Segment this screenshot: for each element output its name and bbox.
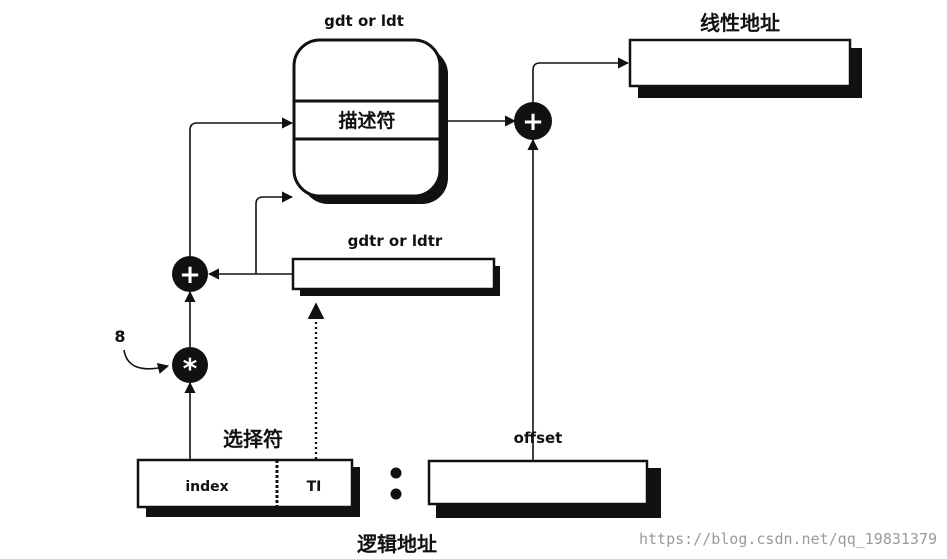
logical-address-label: 逻辑地址	[357, 532, 437, 556]
left-adder: +	[172, 256, 208, 292]
selector-index-field: index	[185, 479, 228, 495]
right-adder: +	[514, 102, 552, 140]
offset-label: offset	[514, 429, 563, 447]
gdtr-ldtr-register	[291, 257, 500, 296]
offset-box	[427, 459, 661, 518]
connectors	[123, 57, 630, 461]
multiplier-node: *	[172, 347, 208, 385]
multiplier-value: 8	[114, 327, 125, 346]
right-adder-symbol: +	[522, 107, 544, 137]
multiplier-symbol: *	[183, 352, 198, 385]
descriptor-table-title: gdt or ldt	[324, 12, 404, 30]
linear-address-box	[628, 38, 862, 98]
selector-ti-field: TI	[307, 479, 322, 495]
left-adder-symbol: +	[179, 260, 201, 290]
gdtr-ldtr-label: gdtr or ldtr	[348, 232, 443, 250]
selector-label: 选择符	[223, 427, 283, 451]
descriptor-table	[292, 38, 448, 204]
descriptor-entry-label: 描述符	[338, 109, 395, 132]
colon-separator	[390, 467, 402, 500]
selector-box	[136, 458, 360, 517]
linear-address-label: 线性地址	[700, 11, 780, 35]
watermark-url: https://blog.csdn.net/qq_19831379	[639, 530, 937, 548]
